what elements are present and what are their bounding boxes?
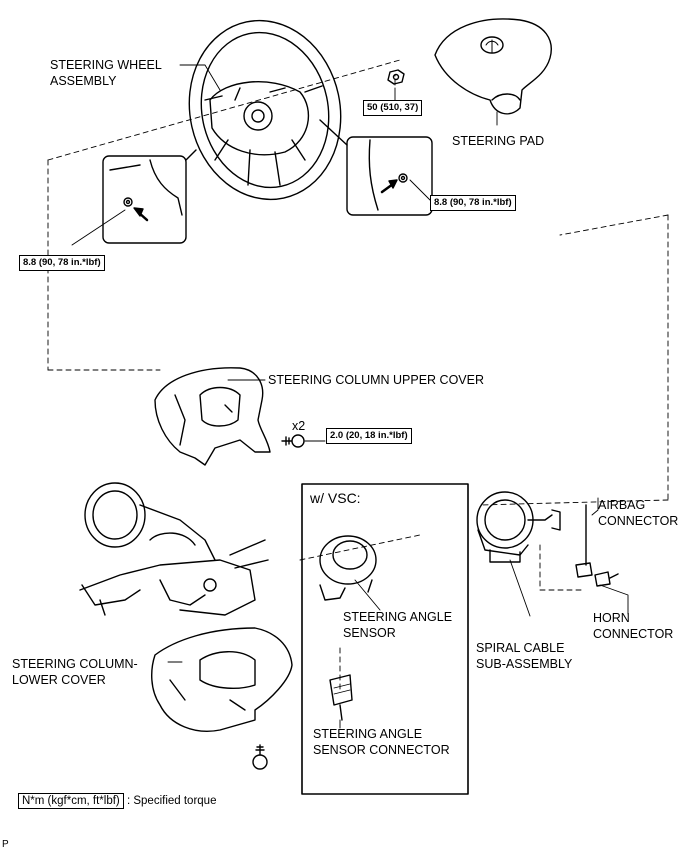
vsc-title: w/ VSC: bbox=[310, 490, 361, 506]
steering-angle-sensor bbox=[319, 535, 377, 601]
quantity-label: x2 bbox=[292, 419, 306, 433]
angle-sensor-connector-label: STEERING ANGLE SENSOR CONNECTOR bbox=[313, 727, 450, 757]
cover-screw-torque-box: 2.0 (20, 18 in.*lbf) bbox=[326, 428, 412, 444]
airbag-connector-label: AIRBAG CONNECTOR bbox=[598, 498, 679, 528]
steering-pad bbox=[434, 18, 552, 115]
right-screw-torque-box: 8.8 (90, 78 in.*lbf) bbox=[430, 195, 516, 211]
nut-torque-box: 50 (510, 37) bbox=[363, 100, 423, 116]
nut-icon bbox=[387, 69, 405, 85]
steering-column-upper-cover bbox=[154, 367, 271, 466]
left-inset bbox=[102, 149, 197, 244]
legend-unit-box: N*m (kgf*cm, ft*lbf) bbox=[18, 793, 124, 809]
steering-column-assembly bbox=[79, 482, 269, 616]
connector-plugs bbox=[575, 504, 619, 587]
steering-angle-sensor-connector bbox=[329, 674, 353, 721]
steering-column-lower-cover bbox=[151, 627, 293, 732]
torque-legend: N*m (kgf*cm, ft*lbf) : Specified torque bbox=[18, 793, 217, 809]
spiral-cable-sub-assembly bbox=[476, 491, 561, 563]
lower-cover-label: STEERING COLUMN- LOWER COVER bbox=[12, 657, 138, 687]
left-screw-torque-box: 8.8 (90, 78 in.*lbf) bbox=[19, 255, 105, 271]
screw-icon bbox=[281, 434, 305, 448]
spiral-cable-label: SPIRAL CABLE SUB-ASSEMBLY bbox=[476, 641, 573, 671]
upper-cover-label: STEERING COLUMN UPPER COVER bbox=[268, 373, 485, 387]
horn-connector-label: HORN CONNECTOR bbox=[593, 611, 674, 641]
figure-code: P bbox=[2, 839, 9, 850]
bottom-screw-icon bbox=[252, 744, 268, 770]
angle-sensor-label: STEERING ANGLE SENSOR bbox=[343, 610, 453, 640]
steering-wheel-label: STEERING WHEEL ASSEMBLY bbox=[50, 58, 162, 88]
steering-wheel-assembly bbox=[188, 19, 342, 201]
legend-text: : Specified torque bbox=[126, 795, 217, 807]
right-inset bbox=[319, 119, 433, 216]
steering-pad-label: STEERING PAD bbox=[452, 134, 545, 148]
leader-lines bbox=[71, 64, 629, 729]
vsc-box bbox=[301, 483, 469, 795]
